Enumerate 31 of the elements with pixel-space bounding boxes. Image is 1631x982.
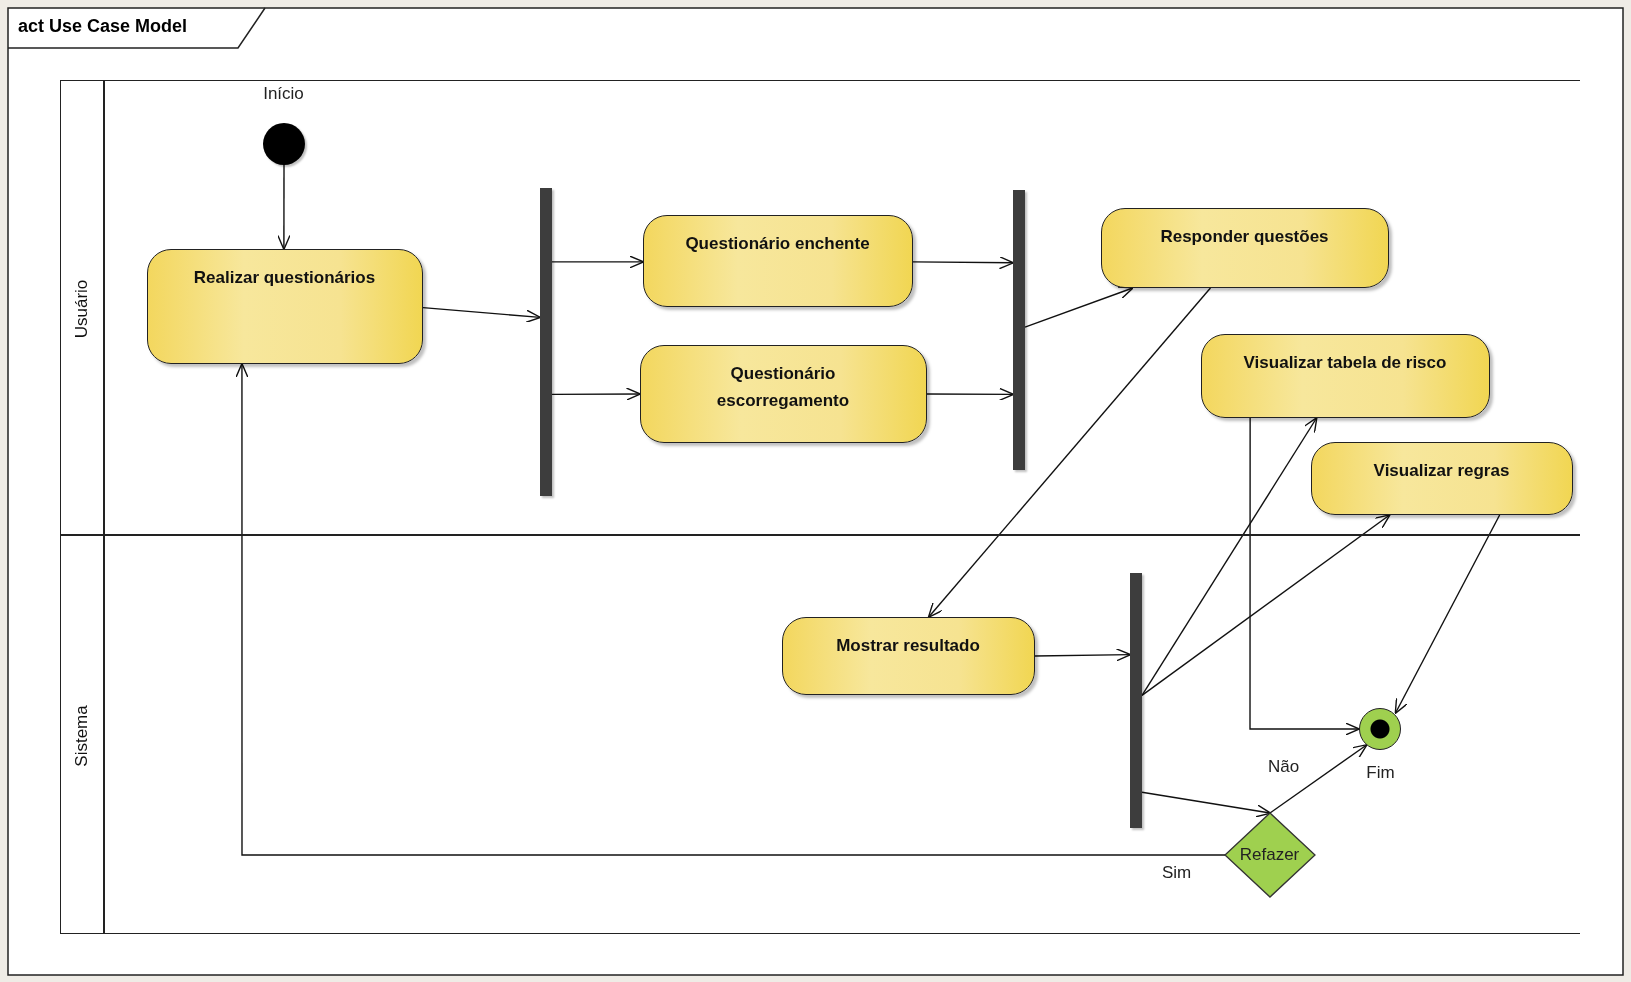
arrow (1141, 791, 1272, 818)
node-caption: Início (262, 83, 305, 104)
lane-label: Sistema (72, 704, 92, 767)
arrow (927, 287, 1212, 619)
action-box: Questionário enchente (642, 214, 913, 307)
lane-label: Usuário (72, 279, 92, 338)
arrow (235, 362, 1226, 856)
node-caption: Fim (1365, 762, 1396, 783)
action-box: Visualizar tabela de risco (1200, 333, 1490, 418)
swimlane (60, 535, 1580, 934)
arrow (277, 164, 291, 251)
arrow (1024, 286, 1134, 328)
arrow (1249, 417, 1361, 736)
arrow (551, 255, 645, 269)
arrow (422, 306, 542, 323)
arrow (1394, 514, 1501, 715)
action-box: Questionário escorregamento (639, 344, 927, 443)
action-box: Mostrar resultado (781, 616, 1035, 695)
arrow (1141, 514, 1391, 697)
decision-diamond: Refazer (1224, 812, 1315, 897)
frame-title: act Use Case Model (18, 16, 188, 37)
action-box: Realizar questionários (146, 248, 423, 364)
action-box: Responder questões (1100, 207, 1389, 288)
arrow (926, 387, 1015, 402)
action-box: Visualizar regras (1310, 441, 1573, 515)
arrow (1034, 648, 1132, 662)
arrow (912, 256, 1015, 270)
arrow (1141, 416, 1318, 697)
arrow (1269, 743, 1368, 814)
arrow (551, 387, 642, 401)
swimlane (60, 80, 1580, 535)
